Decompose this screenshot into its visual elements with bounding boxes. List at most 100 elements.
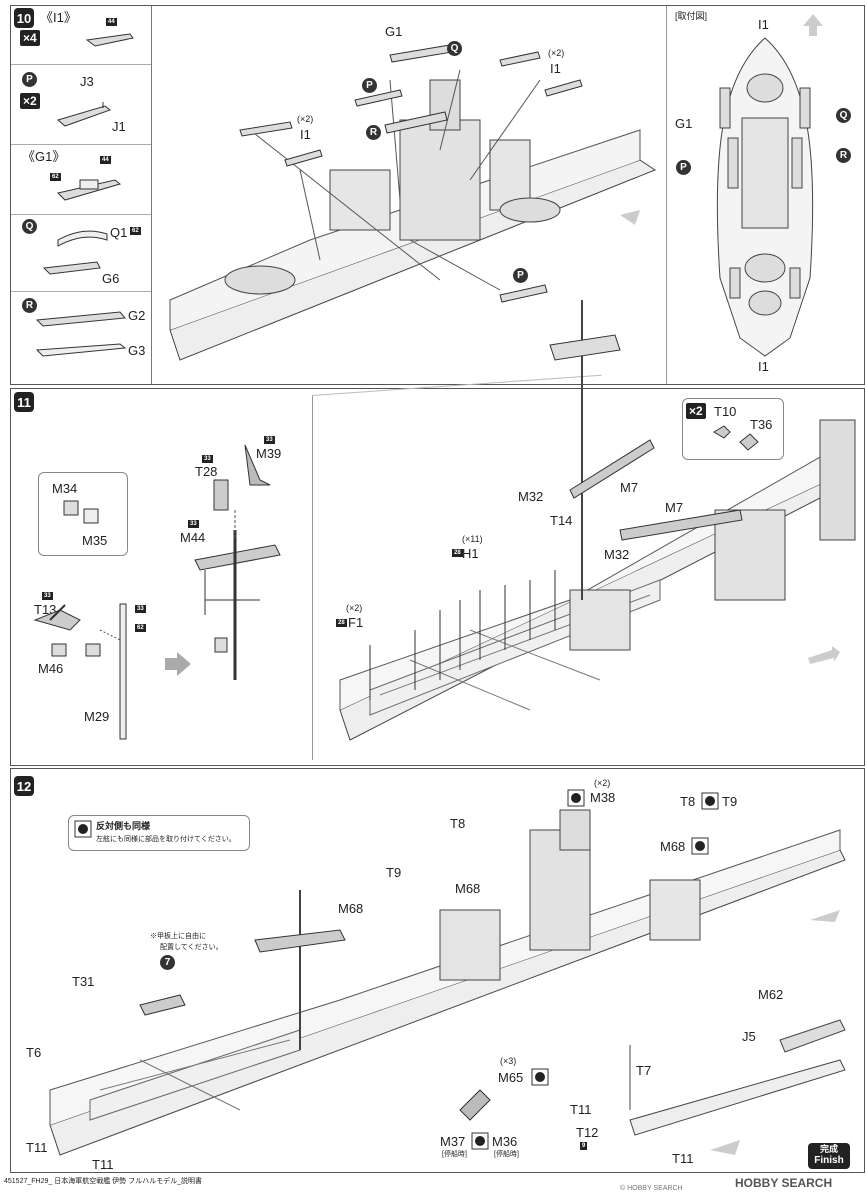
- step10-right-divider: [666, 6, 667, 384]
- step10-i1a-label: I1: [300, 127, 311, 142]
- step11-badge-33d: 33: [264, 436, 275, 444]
- part-m68a-label: M68: [660, 839, 686, 854]
- boat-g6-icon: [42, 261, 101, 275]
- boat-g3-icon: [35, 343, 127, 357]
- step12-x3-label: (×3): [500, 1056, 517, 1066]
- m68a-both-sides-icon: [691, 837, 709, 855]
- mast-m29-illustration: [33, 603, 127, 740]
- part-g2-label: G2: [128, 308, 146, 323]
- step11-number: 11: [14, 392, 34, 412]
- part-m7b-label: M7: [665, 500, 684, 515]
- step11-x11-label: (×11): [462, 534, 483, 544]
- step10-right-i1-top: I1: [758, 17, 769, 32]
- step10-x2b-label: (×2): [548, 48, 565, 58]
- step10-circle-p: P: [22, 72, 37, 87]
- step10-p2-circle: P: [513, 268, 528, 283]
- step11-ship-illustration: [339, 300, 856, 741]
- part-t36-label: T36: [750, 417, 773, 432]
- finish-en: Finish: [814, 1155, 844, 1166]
- step11-badge-28a: 28: [452, 549, 463, 557]
- step12-panel: [10, 768, 865, 1173]
- arrow-up-icon: [803, 14, 823, 36]
- part-f1-label: F1: [348, 615, 364, 630]
- step10-right-g1: G1: [675, 116, 693, 131]
- part-h1-label: H1: [462, 546, 479, 561]
- step10-badge-62b: 62: [130, 227, 141, 235]
- m38-both-sides-icon: [567, 789, 585, 807]
- step12-ship-illustration: [49, 809, 846, 1156]
- part-j5-label: J5: [742, 1029, 756, 1044]
- step10-right-i1-bottom: I1: [758, 359, 769, 374]
- step10-mult-x2: ×2: [20, 93, 40, 109]
- step11-mult-x2-overlay: ×2: [686, 403, 706, 419]
- step10-number: 10: [14, 8, 34, 28]
- step10-badge-44a: 44: [106, 18, 117, 26]
- step12-number: 12: [14, 776, 34, 796]
- part-m34-label: M34: [52, 481, 78, 496]
- step10-x2a-label: (×2): [297, 114, 314, 124]
- part-t10-icon: [713, 425, 759, 451]
- step11-badge-33a: 33: [42, 592, 53, 600]
- step10-ship-illustration: [169, 44, 657, 361]
- ship-top-view-illustration: [716, 37, 814, 357]
- part-t11a-label: T11: [26, 1140, 48, 1155]
- step10-circle-q: Q: [22, 219, 37, 234]
- part-t8-label: T8: [680, 794, 696, 809]
- part-m32a-label: M32: [518, 489, 544, 504]
- part-j1-label: J1: [112, 119, 126, 134]
- part-m38-label: M38: [590, 790, 616, 805]
- part-m32b-label: M32: [604, 547, 630, 562]
- step12-note-text: 左舷にも同様に部品を取り付けてください。: [96, 836, 236, 843]
- part-j3-label: J3: [80, 74, 94, 89]
- part-q1-label: Q1: [110, 225, 128, 240]
- part-m36-note: [停船時]: [494, 1151, 519, 1158]
- part-t10-label: T10: [714, 404, 737, 419]
- step10-g1-label: G1: [385, 24, 403, 39]
- step10-i1b-label: I1: [550, 61, 561, 76]
- part-m68b-label: M68: [455, 881, 481, 896]
- step12-star-note-2: 配置してください。: [160, 944, 223, 951]
- part-t12-label: T12: [576, 1125, 599, 1140]
- step10-left-divider: [151, 6, 152, 384]
- arrow-right-icon-2: [808, 646, 840, 664]
- part-m37-label: M37: [440, 1134, 466, 1149]
- m37-both-sides-icon: [471, 1132, 489, 1150]
- step10-group-g1: 《G1》: [22, 149, 66, 164]
- step12-badge-9: 9: [580, 1142, 588, 1150]
- step10-p1-circle: P: [362, 78, 377, 93]
- part-m65-label: M65: [498, 1070, 524, 1085]
- part-t11b-label: T11: [92, 1157, 114, 1172]
- step10-q-circle: Q: [447, 41, 462, 56]
- step10-mult-x4: ×4: [20, 30, 40, 46]
- part-t9-label: T9: [722, 794, 738, 809]
- step10-badge-44b: 44: [100, 156, 111, 164]
- part-m7a-label: M7: [620, 480, 639, 495]
- part-t31-label: T31: [72, 974, 95, 989]
- step11-badge-62: 62: [135, 624, 146, 632]
- part-t14-label: T14: [550, 513, 573, 528]
- boat-i1-icon: [85, 33, 134, 47]
- part-t28-label: T28: [195, 464, 218, 479]
- step11-x2f-label: (×2): [346, 603, 363, 613]
- part-t6-label: T6: [26, 1045, 42, 1060]
- step12-seven-circle: 7: [160, 955, 175, 970]
- part-g6-label: G6: [102, 271, 120, 286]
- part-m62-label: M62: [758, 987, 784, 1002]
- part-m34-icon: [63, 500, 99, 524]
- part-t7-label: T7: [636, 1063, 652, 1078]
- finish-jp: 完成: [819, 1144, 838, 1154]
- boat-g2-icon: [35, 311, 126, 327]
- step10-right-q: Q: [836, 108, 851, 123]
- step11-badge-28b: 28: [336, 619, 347, 627]
- part-m36-label: M36: [492, 1134, 518, 1149]
- part-t13-label: T13: [34, 602, 57, 617]
- step10-group-i1: 《I1》: [40, 10, 77, 25]
- step12-note-title: 反対側も同様: [96, 821, 151, 831]
- part-m44-label: M44: [180, 530, 206, 545]
- step11-badge-33c: 33: [202, 455, 213, 463]
- step10-r-circle: R: [366, 125, 381, 140]
- arrow-right-icon: [165, 652, 191, 676]
- part-m39-label: M39: [256, 446, 282, 461]
- part-t8b-label: T8: [450, 816, 466, 831]
- footer-brand: HOBBY SEARCH: [735, 1176, 833, 1190]
